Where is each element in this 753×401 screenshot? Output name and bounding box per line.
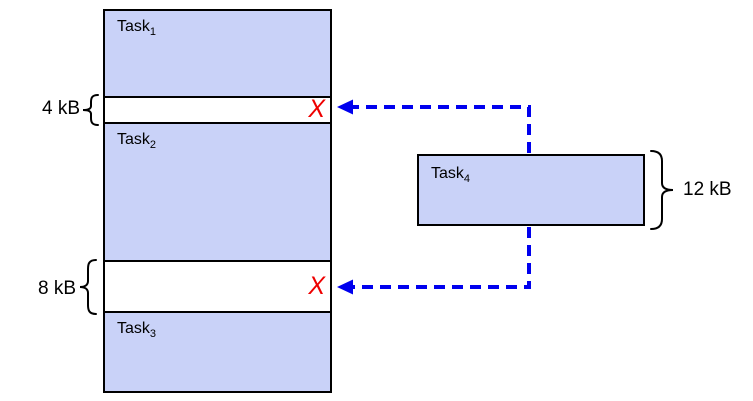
task2-subscript: 2 — [149, 139, 157, 152]
memory-block-task3: Task3 — [105, 311, 330, 391]
arrowhead-left-icon — [337, 99, 353, 115]
memory-block-task2: Task2 — [105, 122, 330, 262]
gap-size-label-4kb: 4 kB — [41, 98, 80, 119]
brace-12kb-icon — [650, 150, 674, 230]
free-gap-8kb: X — [105, 262, 330, 311]
brace-4kb-icon — [82, 94, 99, 126]
dashed-arrow-to-8kb-gap — [337, 227, 531, 295]
task1-subscript: 1 — [149, 26, 157, 39]
task3-subscript: 3 — [149, 328, 157, 341]
task4-subscript: 4 — [463, 173, 471, 186]
task2-label: Task2 — [117, 131, 157, 152]
arrowhead-left-icon — [337, 279, 353, 295]
memory-column: Task1 X Task2 X Task3 — [103, 9, 332, 393]
gap-size-label-8kb: 8 kB — [37, 278, 76, 299]
dashed-arrow-to-4kb-gap — [337, 99, 531, 153]
task4-label: Task4 — [431, 165, 471, 186]
free-gap-4kb: X — [105, 95, 330, 123]
task3-label: Task3 — [117, 320, 157, 341]
brace-8kb-icon — [79, 259, 97, 315]
task4-size-label: 12 kB — [683, 179, 732, 200]
reject-x-icon-8kb: X — [308, 271, 325, 300]
task1-label: Task1 — [117, 18, 157, 39]
pending-task-box: Task4 — [417, 154, 645, 226]
memory-block-task1: Task1 — [105, 11, 330, 98]
reject-x-icon-4kb: X — [308, 95, 325, 123]
